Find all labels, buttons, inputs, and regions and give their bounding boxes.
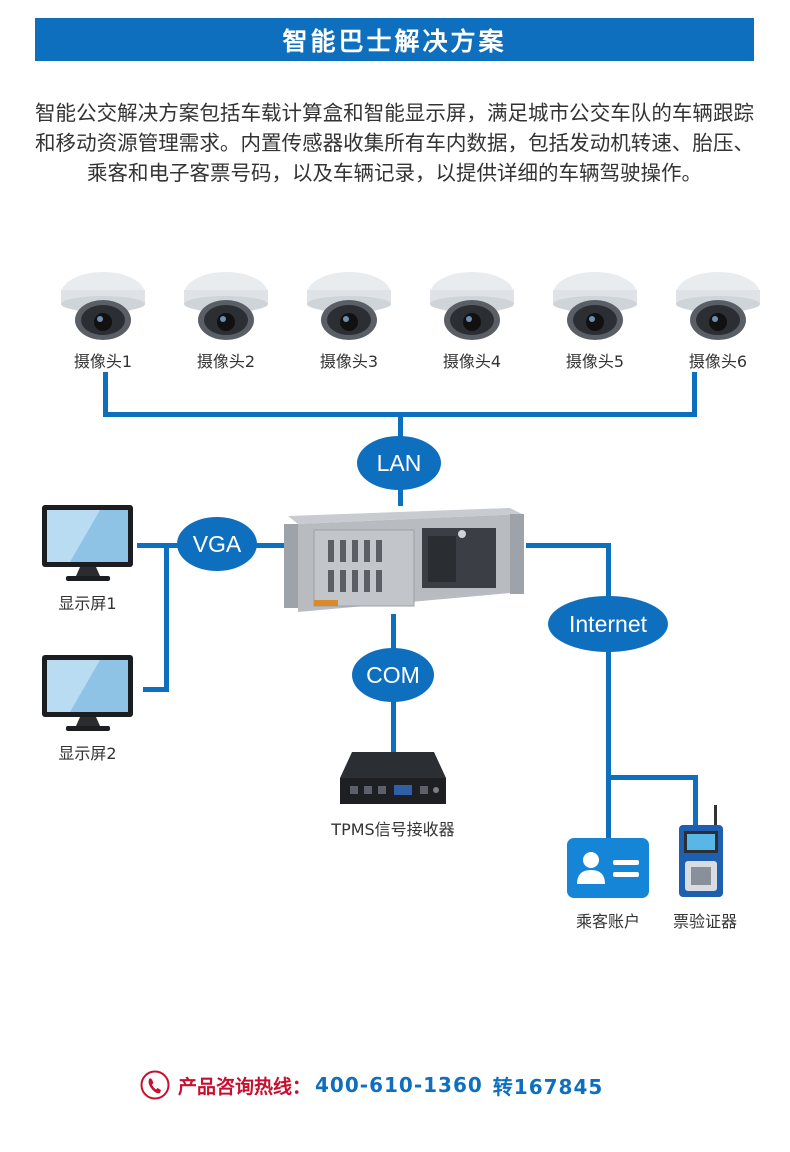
passenger-account-icon xyxy=(567,838,649,898)
ticket-validator-icon xyxy=(676,805,726,900)
internet-vertical xyxy=(606,543,611,843)
industrial-pc-icon xyxy=(278,500,528,618)
camera-2-label: 摄像头2 xyxy=(196,352,256,371)
monitor2-icon xyxy=(40,653,135,733)
camera-6-icon xyxy=(675,270,761,346)
camera-6-label: 摄像头6 xyxy=(688,352,748,371)
hotline-extension: 转167845 xyxy=(492,1074,604,1099)
camera-1-icon xyxy=(60,270,146,346)
monitor1-label: 显示屏1 xyxy=(58,594,117,613)
camera-3-icon xyxy=(306,270,392,346)
phone-icon xyxy=(140,1070,170,1100)
internet-bubble: Internet xyxy=(548,596,668,652)
intro-paragraph: 智能公交解决方案包括车载计算盒和智能显示屏，满足城市公交车队的车辆跟踪和移动资源… xyxy=(35,101,754,185)
tpms-label: TPMS信号接收器 xyxy=(331,820,455,839)
com-bubble: COM xyxy=(352,648,434,702)
ticket-drop xyxy=(693,775,698,825)
camera-4-label: 摄像头4 xyxy=(442,352,502,371)
camera-2-icon xyxy=(183,270,269,346)
monitor1-icon xyxy=(40,503,135,583)
hotline-number: 400-610-1360 xyxy=(315,1073,483,1097)
camera6-drop xyxy=(692,372,697,417)
camera-5-label: 摄像头5 xyxy=(565,352,625,371)
page-title-banner: 智能巴士解决方案 xyxy=(35,18,754,61)
ticket-validator-label: 票验证器 xyxy=(672,912,737,931)
internet-top xyxy=(526,543,611,548)
camera-5-icon xyxy=(552,270,638,346)
lan-bubble: LAN xyxy=(357,436,441,490)
camera-1-label: 摄像头1 xyxy=(73,352,133,371)
hotline-label: 产品咨询热线： xyxy=(178,1075,312,1098)
hotline-bar: 产品咨询热线： 400-610-1360 转167845 xyxy=(140,1068,650,1102)
camera-3-label: 摄像头3 xyxy=(319,352,379,371)
internet-branch xyxy=(606,775,698,780)
passenger-account-label: 乘客账户 xyxy=(575,912,640,931)
camera-4-icon xyxy=(429,270,515,346)
vga-bubble: VGA xyxy=(177,517,257,571)
tpms-receiver-icon xyxy=(338,748,448,808)
vga-vertical xyxy=(164,543,169,692)
camera1-drop xyxy=(103,372,108,417)
page-title: 智能巴士解决方案 xyxy=(282,26,507,56)
monitor2-label: 显示屏2 xyxy=(58,744,117,763)
vga-to-monitor2 xyxy=(143,687,169,692)
